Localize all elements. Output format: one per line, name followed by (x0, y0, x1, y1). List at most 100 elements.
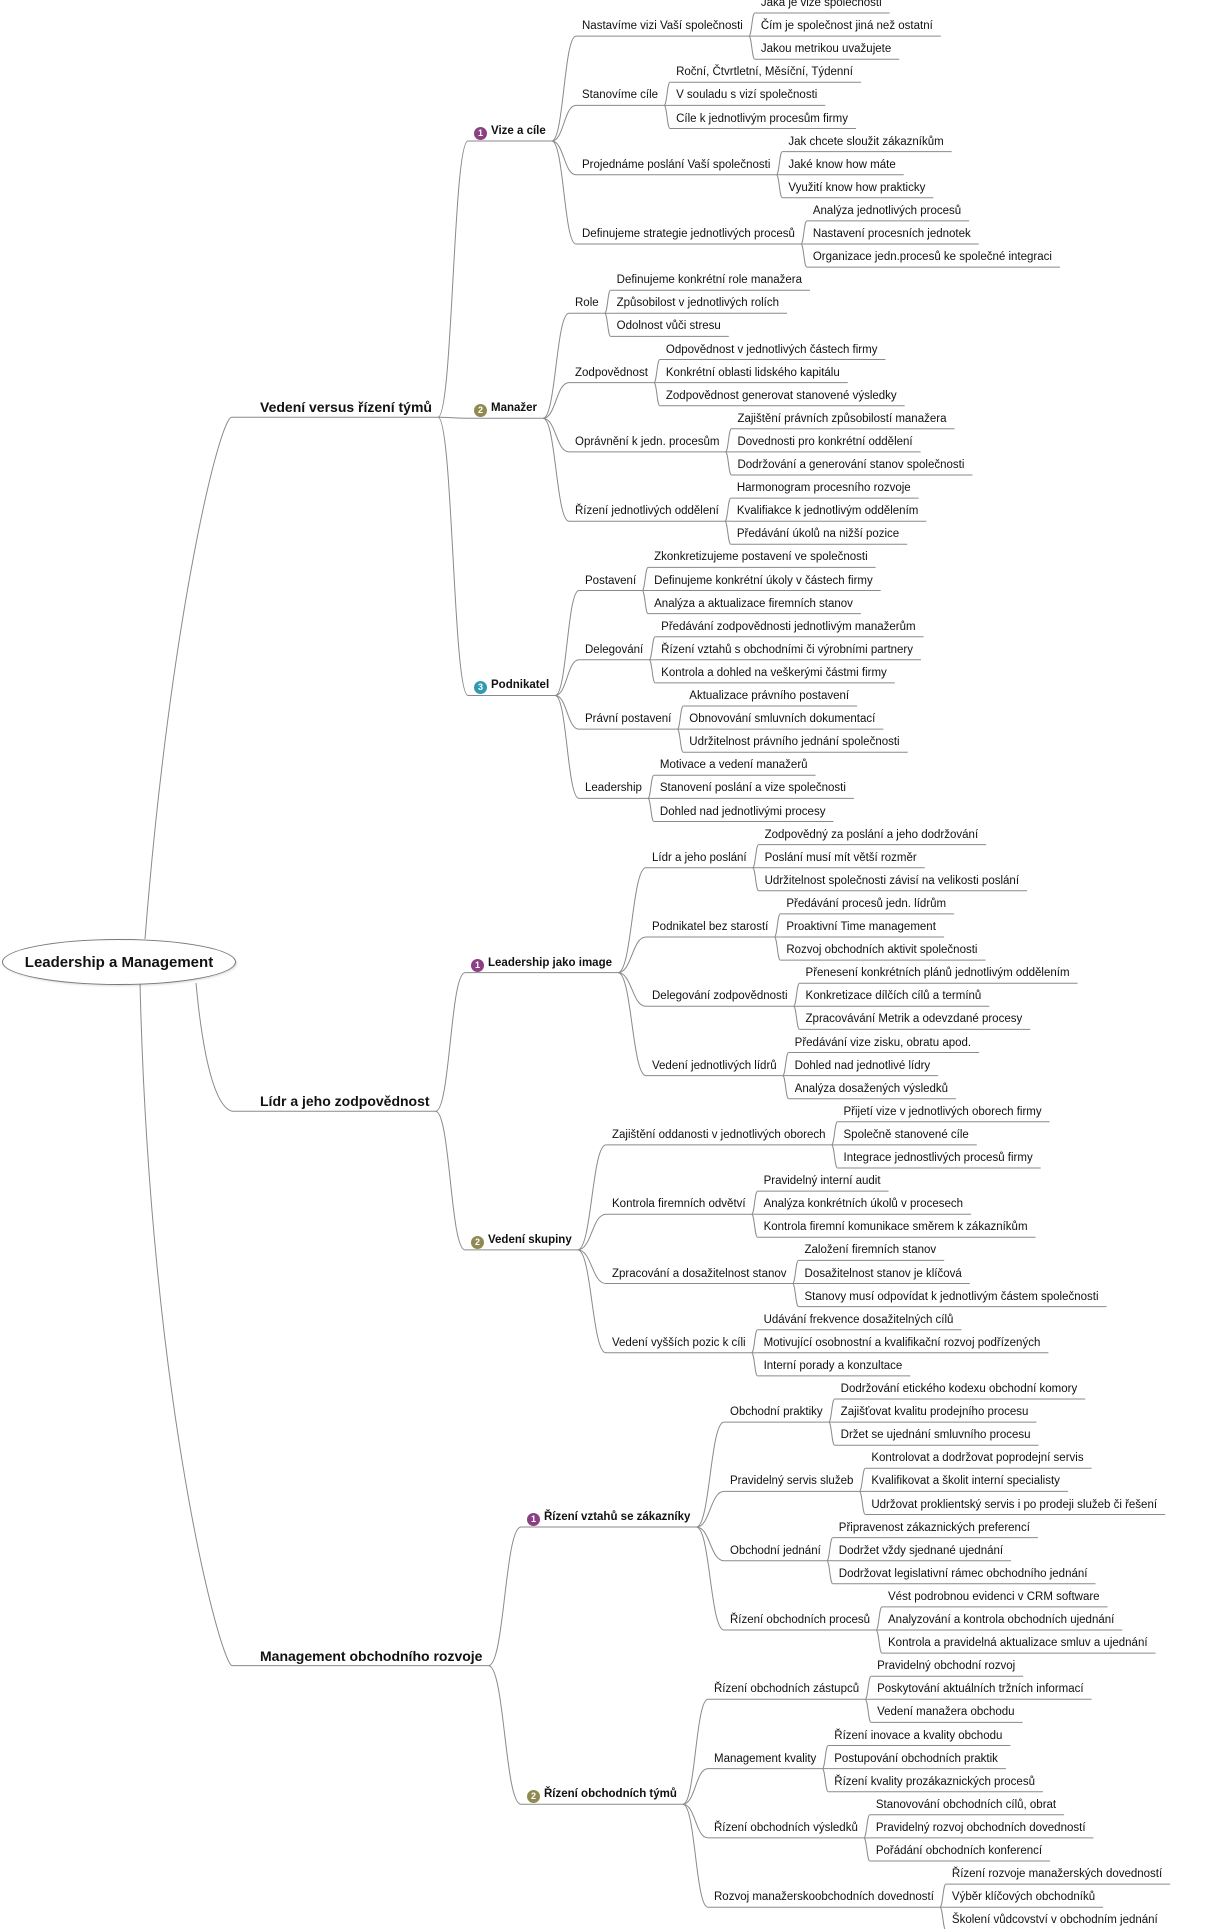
topic-label[interactable]: Zajištění oddanosti v jednotlivých obore… (612, 1128, 826, 1141)
topic-label[interactable]: Podnikatel bez starostí (652, 921, 769, 933)
leaf-label[interactable]: Kontrolovat a dodržovat poprodejní servi… (871, 1452, 1084, 1465)
leaf-label[interactable]: Analýza jednotlivých procesů (812, 204, 962, 217)
leaf-label[interactable]: Čím je společnost jiná než ostatní (760, 20, 933, 33)
leaf-label[interactable]: Cíle k jednotlivým procesům firmy (676, 112, 848, 125)
leaf-label[interactable]: Odolnost vůči stresu (616, 320, 721, 333)
leaf-label[interactable]: Využití know how prakticky (788, 181, 926, 194)
leaf-label[interactable]: Dosažitelnost stanov je klíčová (804, 1267, 962, 1280)
leaf-label[interactable]: Řízení vztahů s obchodními či výrobními … (661, 643, 914, 656)
leaf-label[interactable]: Pravidelný obchodní rozvoj (877, 1660, 1016, 1673)
leaf-label[interactable]: Jakou metrikou uvažujete (760, 43, 892, 56)
leaf-label[interactable]: Udržitelnost společnosti závisí na velik… (764, 874, 1020, 887)
topic-label[interactable]: Postavení (585, 574, 637, 587)
branch-label[interactable]: Lídr a jeho zodpovědnost (260, 1093, 430, 1110)
leaf-label[interactable]: Vedení manažera obchodu (877, 1706, 1015, 1719)
topic-label[interactable]: Nastavíme vizi Vaší společnosti (582, 20, 743, 33)
leaf-label[interactable]: Analýza konkrétních úkolů v procesech (763, 1198, 964, 1211)
leaf-label[interactable]: Rozvoj obchodních aktivit společnosti (786, 944, 978, 957)
root-node[interactable]: Leadership a Management (2, 939, 236, 985)
leaf-label[interactable]: Konkrétní oblasti lidského kapitálu (665, 366, 840, 379)
leaf-label[interactable]: Postupování obchodních praktik (834, 1752, 998, 1765)
leaf-label[interactable]: Poskytování aktuálních tržních informací (877, 1683, 1084, 1696)
leaf-label[interactable]: Způsobilost v jednotlivých rolích (616, 297, 779, 310)
leaf-label[interactable]: Dodržet vždy sjednané ujednání (838, 1544, 1004, 1557)
leaf-label[interactable]: Vést podrobnou evidenci v CRM software (888, 1590, 1100, 1603)
leaf-label[interactable]: Pořádání obchodních konferencí (875, 1845, 1043, 1857)
leaf-label[interactable]: Analýza dosažených výsledků (794, 1082, 949, 1095)
leaf-label[interactable]: Jaké know how máte (788, 158, 896, 171)
leaf-label[interactable]: Zodpovědný za poslání a jeho dodržování (764, 828, 979, 841)
leaf-label[interactable]: Proaktivní Time management (786, 921, 936, 933)
leaf-label[interactable]: Kontrola a dohled na veškerými částmi fi… (661, 666, 887, 679)
leaf-label[interactable]: Konkretizace dílčích cílů a termínů (805, 990, 982, 1003)
topic-label[interactable]: Vedení jednotlivých lídrů (652, 1059, 777, 1072)
leaf-label[interactable]: Kvalifiakce k jednotlivým oddělením (736, 505, 919, 518)
leaf-label[interactable]: Předávání zodpovědnosti jednotlivým mana… (661, 620, 916, 633)
leaf-label[interactable]: Zkonkretizujeme postavení ve společnosti (654, 551, 868, 564)
leaf-label[interactable]: Jaká je vize společnosti (760, 0, 882, 9)
leaf-label[interactable]: Přenesení konkrétních plánů jednotlivým … (805, 967, 1070, 980)
leaf-label[interactable]: Odpovědnost v jednotlivých částech firmy (665, 343, 878, 356)
topic-label[interactable]: Řízení obchodních zástupců (714, 1683, 860, 1696)
leaf-label[interactable]: Držet se ujednání smluvního procesu (840, 1429, 1031, 1442)
topic-label[interactable]: Obchodní jednání (730, 1544, 821, 1557)
topic-label[interactable]: Delegování (585, 643, 644, 656)
topic-label[interactable]: Projednáme poslání Vaší společnosti (582, 158, 771, 171)
leaf-label[interactable]: Harmonogram procesního rozvoje (736, 482, 911, 495)
leaf-label[interactable]: Organizace jedn.procesů ke společné inte… (812, 251, 1052, 264)
leaf-label[interactable]: Kvalifikovat a školit interní specialist… (871, 1475, 1060, 1488)
leaf-label[interactable]: Integrace jednostlivých procesů firmy (843, 1152, 1033, 1164)
leaf-label[interactable]: Aktualizace právního postavení (689, 690, 850, 702)
topic-label[interactable]: Leadership (585, 782, 642, 795)
leaf-label[interactable]: Jak chcete sloužit zákazníkům (788, 135, 944, 148)
leaf-label[interactable]: Dohled nad jednotlivými procesy (659, 805, 826, 818)
leaf-label[interactable]: Pravidelný rozvoj obchodních dovedností (875, 1821, 1086, 1834)
leaf-label[interactable]: Zajištění právních způsobilostí manažera (737, 412, 947, 425)
leaf-label[interactable]: Dodržování a generování stanov společnos… (737, 459, 965, 471)
leaf-label[interactable]: Řízení kvality prozákaznických procesů (834, 1775, 1035, 1788)
leaf-label[interactable]: Dodržovat legislativní rámec obchodního … (838, 1567, 1088, 1580)
branch-label[interactable]: Vedení versus řízení týmů (260, 399, 432, 416)
topic-label[interactable]: Definujeme strategie jednotlivých proces… (582, 228, 795, 240)
leaf-label[interactable]: Založení firemních stanov (804, 1244, 937, 1257)
leaf-label[interactable]: Definujeme konkrétní role manažera (616, 274, 803, 287)
leaf-label[interactable]: V souladu s vizí společnosti (676, 89, 818, 102)
leaf-label[interactable]: Stanovení poslání a vize společnosti (659, 782, 846, 795)
leaf-label[interactable]: Interní porady a konzultace (763, 1359, 903, 1372)
topic-label[interactable]: Řízení jednotlivých oddělení (575, 505, 719, 518)
leaf-label[interactable]: Obnovování smluvních dokumentací (689, 713, 876, 726)
leaf-label[interactable]: Dovednosti pro konkrétní oddělení (737, 435, 913, 448)
topic-label[interactable]: Obchodní praktiky (730, 1406, 823, 1419)
leaf-label[interactable]: Dodržování etického kodexu obchodní komo… (840, 1383, 1078, 1395)
leaf-label[interactable]: Řízení rozvoje manažerských dovedností (951, 1868, 1163, 1881)
topic-label[interactable]: Pravidelný servis služeb (730, 1475, 854, 1488)
topic-label[interactable]: Delegování zodpovědnosti (652, 990, 788, 1003)
leaf-label[interactable]: Analýza a aktualizace firemních stanov (654, 597, 853, 610)
leaf-label[interactable]: Předávání procesů jedn. lídrům (786, 897, 947, 910)
leaf-label[interactable]: Kontrola firemní komunikace směrem k zák… (763, 1221, 1028, 1234)
leaf-label[interactable]: Dohled nad jednotlivé lídry (794, 1059, 931, 1072)
leaf-label[interactable]: Pravidelný interní audit (763, 1175, 881, 1188)
leaf-label[interactable]: Výběr klíčových obchodníků (951, 1891, 1096, 1904)
leaf-label[interactable]: Udržitelnost právního jednání společnost… (689, 736, 900, 749)
leaf-label[interactable]: Analyzování a kontrola obchodních ujedná… (888, 1614, 1115, 1626)
topic-label[interactable]: Zpracování a dosažitelnost stanov (612, 1267, 787, 1280)
leaf-label[interactable]: Stanovy musí odpovídat k jednotlivým čás… (804, 1290, 1099, 1303)
leaf-label[interactable]: Připravenost zákaznických preferencí (838, 1521, 1030, 1534)
topic-label[interactable]: Řízení obchodních výsledků (714, 1821, 858, 1834)
leaf-label[interactable]: Zodpovědnost generovat stanovené výsledk… (665, 389, 897, 402)
leaf-label[interactable]: Poslání musí mít větší rozměr (764, 851, 917, 864)
leaf-label[interactable]: Nastavení procesních jednotek (812, 228, 971, 240)
leaf-label[interactable]: Udržovat proklientský servis i po prodej… (871, 1498, 1158, 1511)
leaf-label[interactable]: Školení vůdcovství v obchodním jednání (951, 1914, 1158, 1927)
topic-label[interactable]: Kontrola firemních odvětví (612, 1198, 746, 1211)
topic-label[interactable]: Oprávnění k jedn. procesům (575, 435, 720, 448)
topic-label[interactable]: Lídr a jeho poslání (652, 851, 747, 864)
branch-label[interactable]: Management obchodního rozvoje (260, 1647, 483, 1664)
